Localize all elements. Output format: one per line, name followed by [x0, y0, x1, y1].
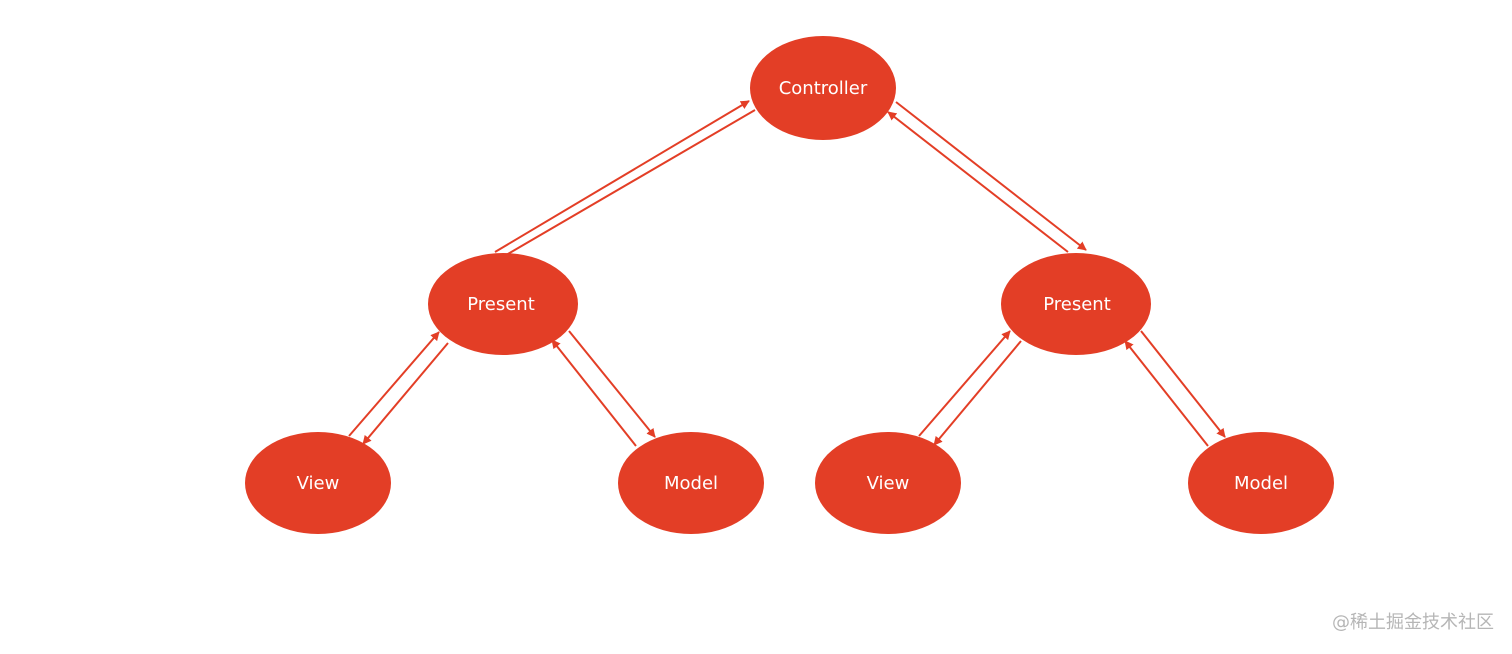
arrow-model-left-to-present-left [551, 339, 637, 447]
node-model-right-label: Model [1234, 473, 1288, 494]
node-model-right: Model [1188, 432, 1334, 534]
node-present-right-label: Present [1043, 294, 1111, 315]
arrow-present-right-to-controller [887, 111, 1069, 253]
arrow-controller-to-present-right [895, 101, 1087, 251]
arrow-present-right-to-view-right [933, 340, 1022, 446]
arrow-controller-to-present-left [500, 109, 756, 259]
node-view-left-label: View [297, 473, 340, 494]
node-model-left: Model [618, 432, 764, 534]
arrow-present-right-to-model-right [1140, 330, 1226, 438]
arrow-present-left-to-view-left [362, 342, 449, 445]
node-controller-label: Controller [779, 78, 868, 99]
arrow-view-right-to-present-right [918, 330, 1011, 437]
node-controller: Controller [750, 36, 896, 140]
arrow-view-left-to-present-left [348, 331, 440, 437]
arrow-model-right-to-present-right [1124, 340, 1209, 447]
node-view-right-label: View [867, 473, 910, 494]
arrow-present-left-to-model-left [568, 330, 656, 438]
node-present-left: Present [428, 253, 578, 355]
node-present-left-label: Present [467, 294, 535, 315]
node-view-left: View [245, 432, 391, 534]
node-view-right: View [815, 432, 961, 534]
node-model-left-label: Model [664, 473, 718, 494]
arrow-present-left-to-controller [494, 100, 750, 253]
node-present-right: Present [1001, 253, 1151, 355]
watermark: @稀土掘金技术社区 [1332, 612, 1494, 633]
